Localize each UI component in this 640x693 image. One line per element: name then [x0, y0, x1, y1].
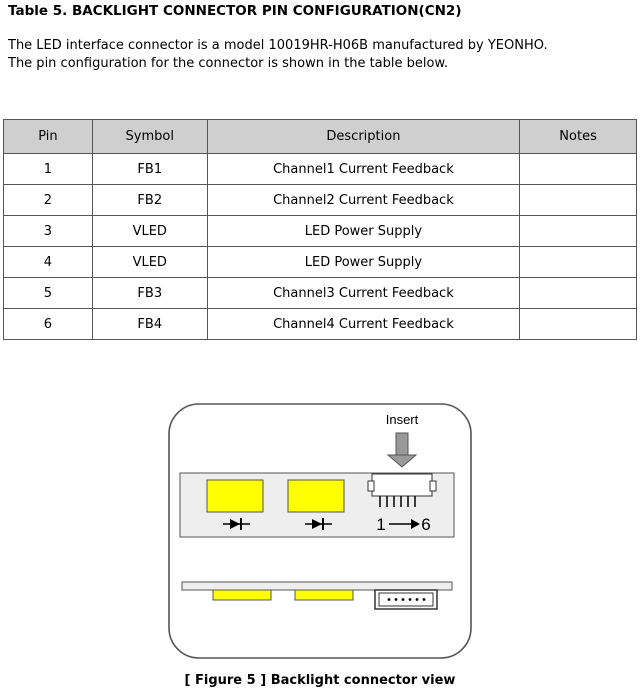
cell-description: Channel1 Current Feedback	[206, 153, 521, 185]
header-pin: Pin	[3, 119, 93, 154]
cell-pin: 1	[3, 153, 93, 185]
table-row: 6 FB4 Channel4 Current Feedback	[3, 308, 637, 340]
insert-arrow-icon	[386, 432, 418, 468]
figure-caption: [ Figure 5 ] Backlight connector view	[184, 673, 456, 688]
pin-table: Pin Symbol Description Notes 1 FB1 Chann…	[3, 119, 637, 340]
table-row: 3 VLED LED Power Supply	[3, 215, 637, 247]
header-symbol: Symbol	[91, 119, 208, 154]
intro-text: The LED interface connector is a model 1…	[8, 37, 548, 73]
cell-notes	[519, 308, 637, 340]
table-row: 2 FB2 Channel2 Current Feedback	[3, 184, 637, 216]
cell-pin: 2	[3, 184, 93, 216]
led-block-2	[287, 479, 345, 513]
insert-label: Insert	[386, 412, 419, 427]
header-description: Description	[206, 119, 521, 154]
led-side-1	[212, 589, 272, 601]
cell-pin: 3	[3, 215, 93, 247]
connector-side-view	[374, 589, 438, 610]
cell-notes	[519, 246, 637, 278]
cell-notes	[519, 277, 637, 309]
intro-line-1: The LED interface connector is a model 1…	[8, 38, 548, 53]
cell-description: Channel4 Current Feedback	[206, 308, 521, 340]
cell-symbol: VLED	[91, 215, 208, 247]
cell-description: Channel2 Current Feedback	[206, 184, 521, 216]
cell-pin: 4	[3, 246, 93, 278]
cell-symbol: FB1	[91, 153, 208, 185]
pin-range-start: 1	[376, 515, 385, 534]
cell-description: Channel3 Current Feedback	[206, 277, 521, 309]
cell-description: LED Power Supply	[206, 246, 521, 278]
pin-range-end: 6	[421, 515, 430, 534]
table-row: 1 FB1 Channel1 Current Feedback	[3, 153, 637, 185]
intro-line-2: The pin configuration for the connector …	[8, 56, 449, 71]
diode-icon	[223, 518, 250, 530]
table-header-row: Pin Symbol Description Notes	[3, 119, 637, 154]
cell-symbol: VLED	[91, 246, 208, 278]
cell-notes	[519, 184, 637, 216]
cell-symbol: FB3	[91, 277, 208, 309]
cell-pin: 5	[3, 277, 93, 309]
pcb-side-view	[181, 581, 453, 591]
diode-icon	[305, 518, 332, 530]
table-row: 4 VLED LED Power Supply	[3, 246, 637, 278]
header-notes: Notes	[519, 119, 637, 154]
connector-top-view	[367, 473, 437, 507]
cell-description: LED Power Supply	[206, 215, 521, 247]
led-block-1	[206, 479, 264, 513]
cell-notes	[519, 153, 637, 185]
led-side-2	[294, 589, 354, 601]
table-row: 5 FB3 Channel3 Current Feedback	[3, 277, 637, 309]
table-heading: Table 5. BACKLIGHT CONNECTOR PIN CONFIGU…	[8, 3, 462, 19]
cell-pin: 6	[3, 308, 93, 340]
cell-symbol: FB4	[91, 308, 208, 340]
cell-symbol: FB2	[91, 184, 208, 216]
backlight-connector-diagram: Insert 1 6	[168, 403, 472, 659]
right-arrow-icon	[389, 519, 420, 529]
cell-notes	[519, 215, 637, 247]
